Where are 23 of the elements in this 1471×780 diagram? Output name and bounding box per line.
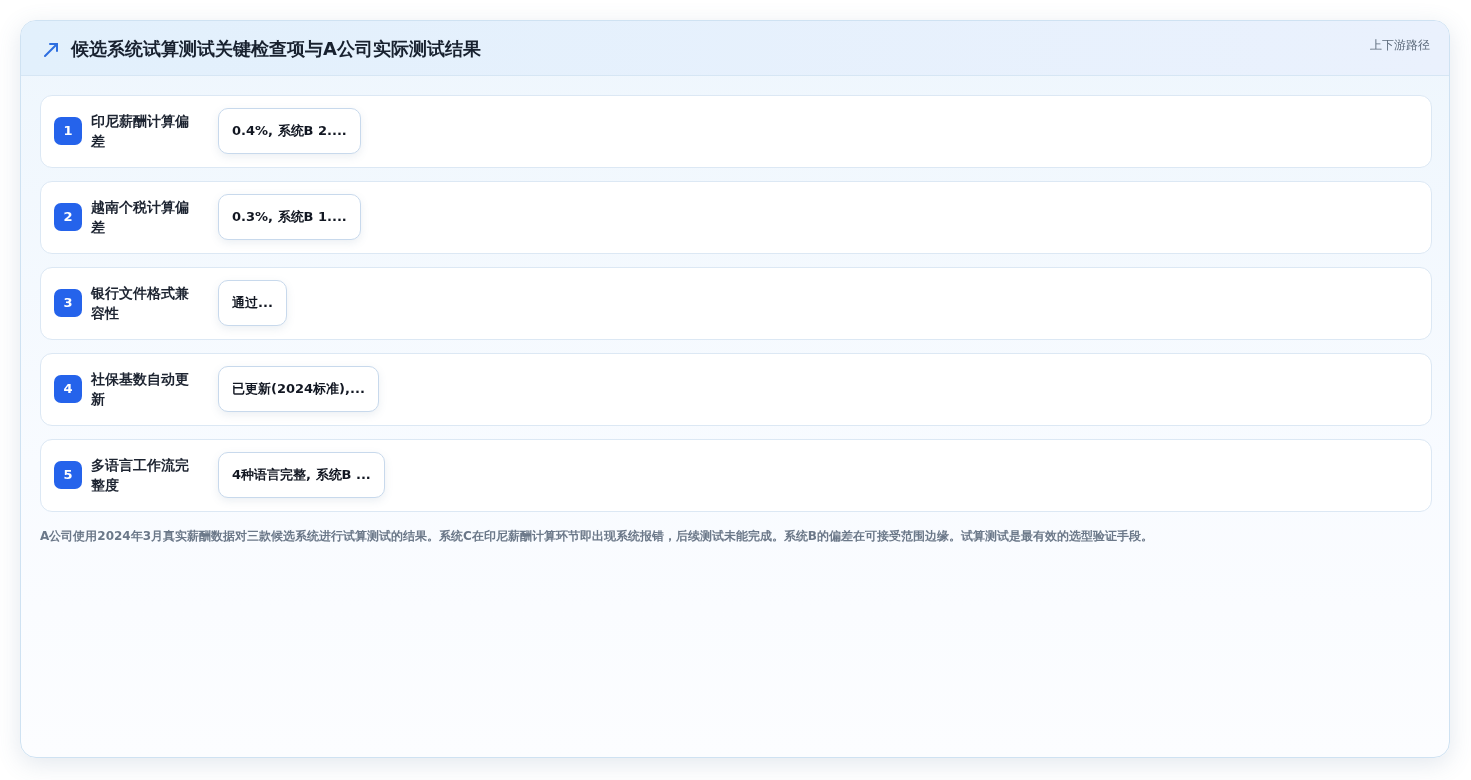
- check-item-row: [40, 95, 1432, 168]
- number-badge: 1: [54, 117, 82, 145]
- number-badge: 5: [54, 461, 82, 489]
- check-item-row: [40, 267, 1432, 340]
- check-item-row: [40, 181, 1432, 254]
- result-chip: 0.3%, 系统B 1....: [218, 194, 361, 240]
- item-label: 多语言工作流完整度: [91, 456, 190, 495]
- number-badge: 4: [54, 375, 82, 403]
- result-chip: 4种语言完整, 系统B ...: [218, 452, 385, 498]
- header-note: 上下游路径: [1370, 37, 1430, 54]
- number-badge: 2: [54, 203, 82, 231]
- item-label: 印尼薪酬计算偏差: [91, 112, 190, 151]
- result-chip: 已更新(2024标准),...: [218, 366, 379, 412]
- caption: A公司使用2024年3月真实薪酬数据对三款候选系统进行试算测试的结果。系统C在印尼薪酬计算环节即出现系统报错，后续测试未能完成。系统B的偏差在可接受范围边缘。试算测试是最有效的选型验证手段。: [40, 528, 1153, 545]
- item-label: 银行文件格式兼容性: [91, 284, 190, 323]
- check-item-row: [40, 353, 1432, 426]
- title: 候选系统试算测试关键检查项与A公司实际测试结果: [71, 37, 481, 61]
- item-label: 社保基数自动更新: [91, 370, 190, 409]
- result-chip: 通过...: [218, 280, 287, 326]
- result-chip: 0.4%, 系统B 2....: [218, 108, 361, 154]
- check-item-row: [40, 439, 1432, 512]
- item-label: 越南个税计算偏差: [91, 198, 190, 237]
- number-badge: 3: [54, 289, 82, 317]
